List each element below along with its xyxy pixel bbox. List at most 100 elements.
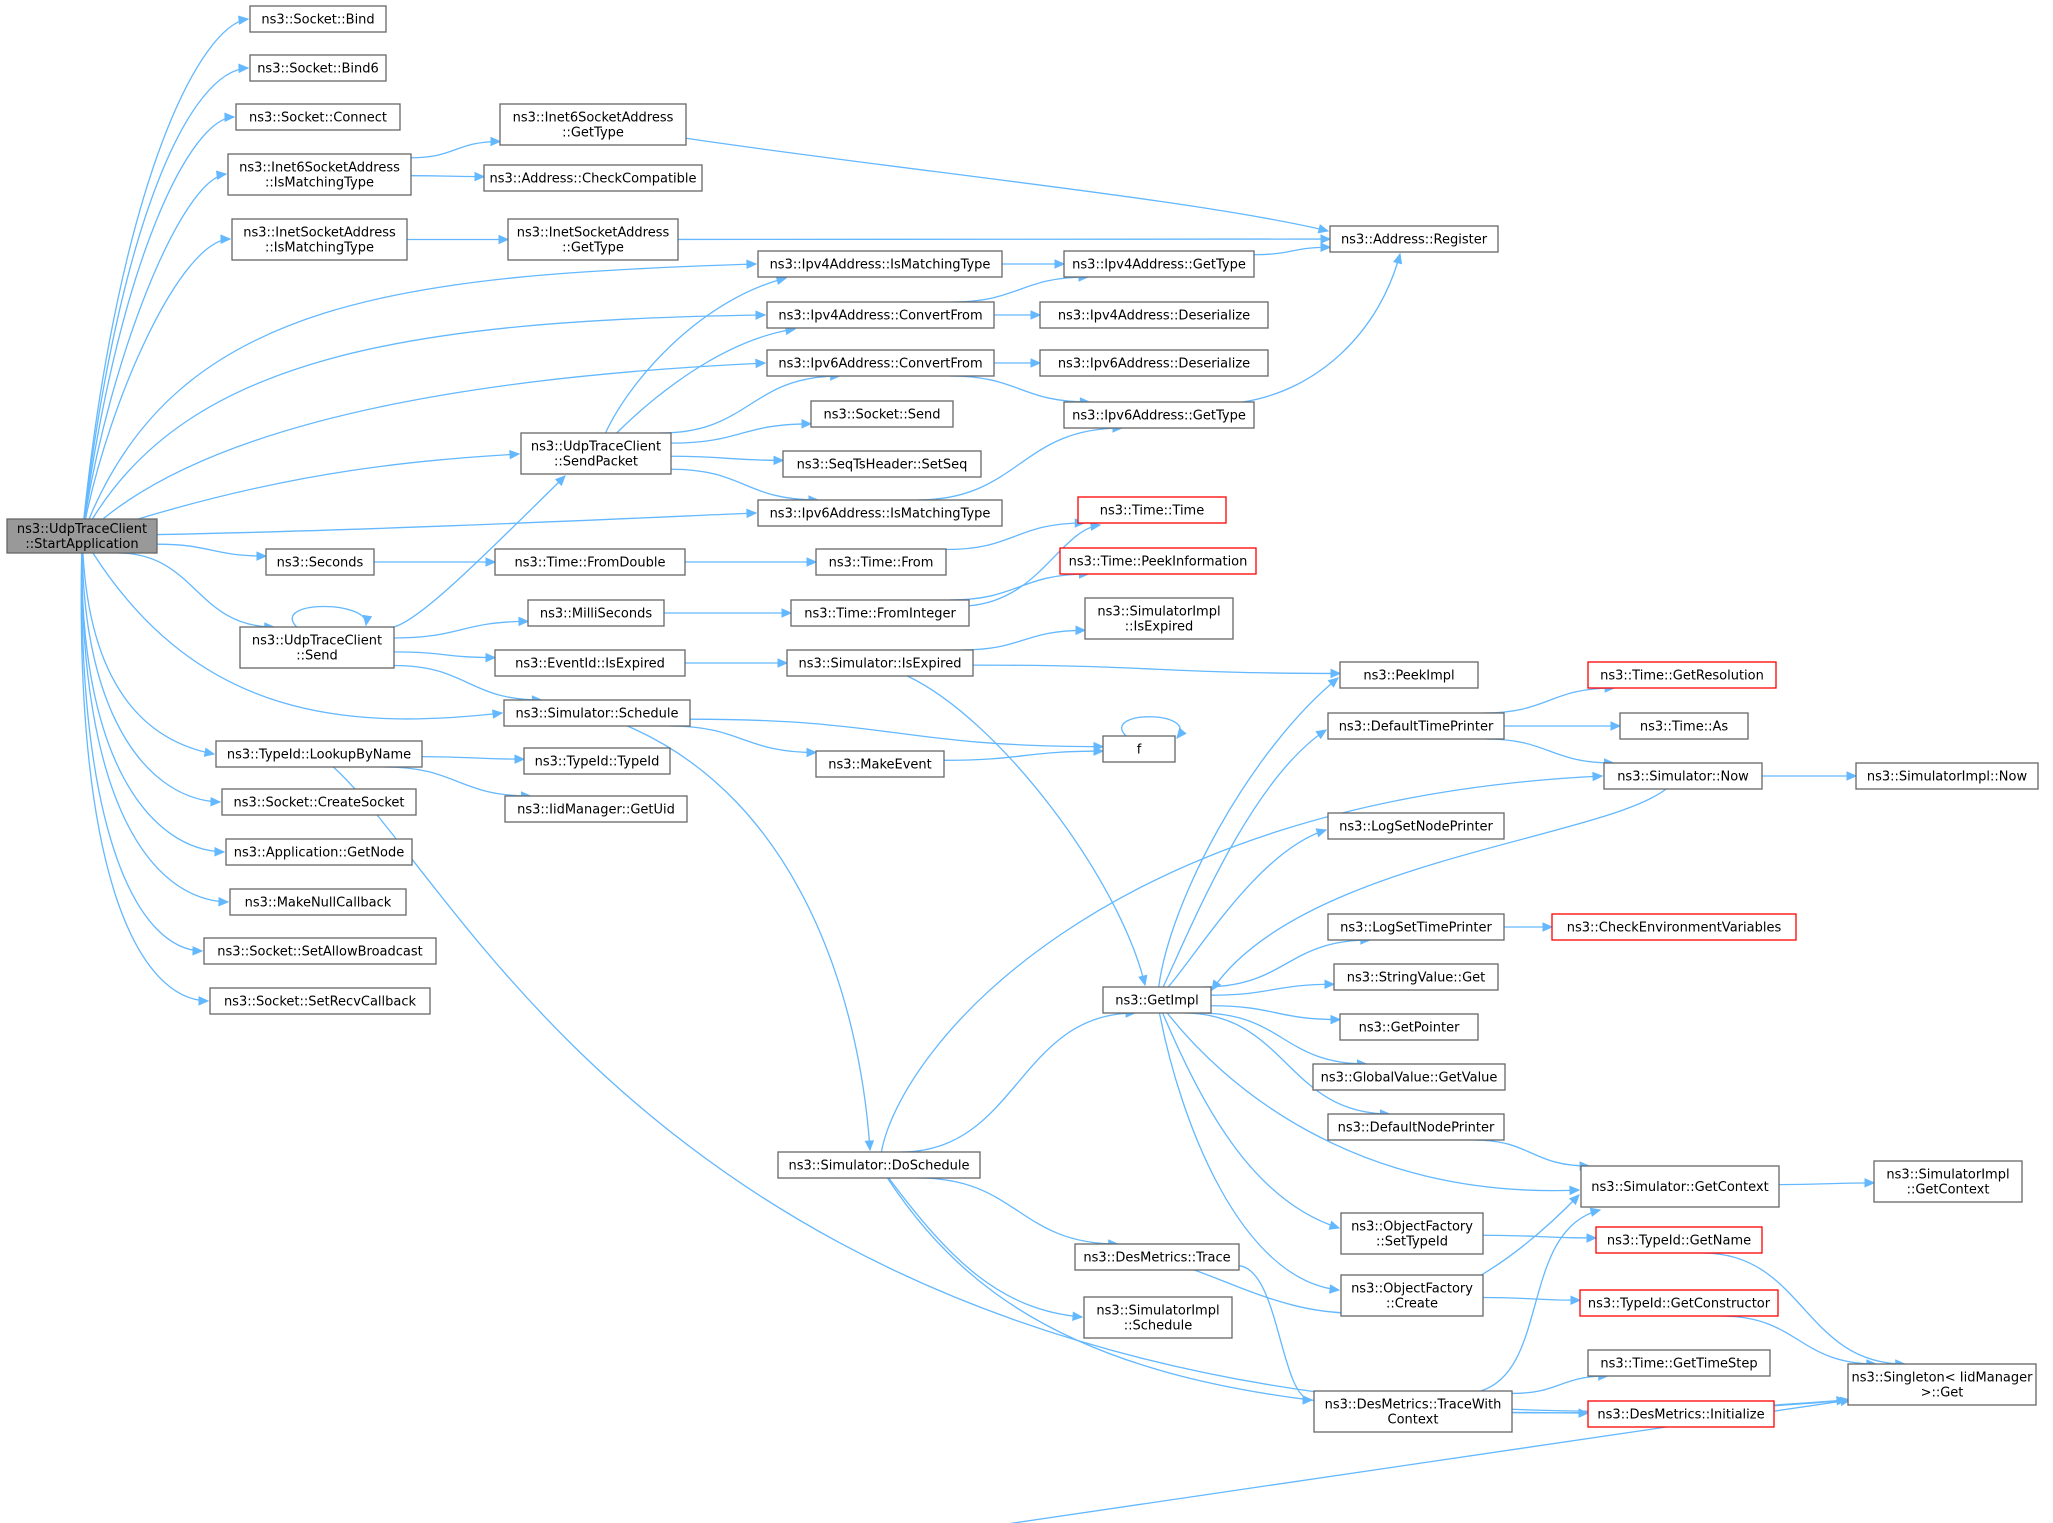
- node-socksend[interactable]: ns3::Socket::Send: [810, 400, 954, 428]
- node-bind[interactable]: ns3::Socket::Bind: [249, 5, 387, 33]
- node-setrecv[interactable]: ns3::Socket::SetRecvCallback: [209, 987, 431, 1015]
- node-getuid[interactable]: ns3::IidManager::GetUid: [504, 795, 688, 823]
- node-label: ns3::Socket::Bind6: [257, 62, 379, 77]
- node-box: [499, 103, 687, 146]
- node-getctor[interactable]: ns3::TypeId::GetConstructor: [1579, 1289, 1779, 1317]
- node-register[interactable]: ns3::Address::Register: [1329, 225, 1499, 253]
- arrowhead-icon: [1578, 1408, 1590, 1418]
- node-setallow[interactable]: ns3::Socket::SetAllowBroadcast: [203, 937, 437, 965]
- node-igettype[interactable]: ns3::InetSocketAddress::GetType: [507, 218, 679, 261]
- node-peekinfo[interactable]: ns3::Time::PeekInformation: [1059, 547, 1257, 575]
- node-getres[interactable]: ns3::Time::GetResolution: [1587, 661, 1777, 689]
- node-getpointer[interactable]: ns3::GetPointer: [1339, 1013, 1479, 1041]
- node-evexp[interactable]: ns3::EventId::IsExpired: [494, 649, 686, 677]
- node-timeas[interactable]: ns3::Time::As: [1619, 712, 1749, 740]
- node-timetime[interactable]: ns3::Time::Time: [1077, 496, 1227, 524]
- node-fromint[interactable]: ns3::Time::FromInteger: [790, 599, 970, 627]
- node-logsetnode[interactable]: ns3::LogSetNodePrinter: [1327, 812, 1505, 840]
- node-typeid[interactable]: ns3::TypeId::TypeId: [523, 747, 671, 775]
- node-simnow[interactable]: ns3::Simulator::Now: [1603, 762, 1763, 790]
- node-ip6match[interactable]: ns3::Ipv6Address::IsMatchingType: [757, 499, 1003, 527]
- node-simimplnow[interactable]: ns3::SimulatorImpl::Now: [1855, 762, 2039, 790]
- node-label: ns3::Ipv6Address::Deserialize: [1058, 357, 1250, 372]
- arrowhead-icon: [256, 551, 268, 561]
- node-box: [523, 747, 671, 775]
- node-ip4gettype[interactable]: ns3::Ipv4Address::GetType: [1063, 250, 1255, 278]
- call-edge-root-to-getnode: [81, 552, 225, 853]
- node-bind6[interactable]: ns3::Socket::Bind6: [249, 54, 387, 82]
- node-box: [1340, 1212, 1484, 1255]
- node-singleton[interactable]: ns3::Singleton< IidManager >::Get: [1847, 1363, 2037, 1406]
- arrowhead-icon: [1030, 358, 1042, 368]
- node-imatch[interactable]: ns3::InetSocketAddress::IsMatchingType: [231, 218, 408, 261]
- node-connect[interactable]: ns3::Socket::Connect: [235, 103, 401, 131]
- arrowhead-icon: [1075, 625, 1087, 636]
- call-edge-getimpl-to-deftimeprint: [1162, 729, 1327, 988]
- node-i6gettype[interactable]: ns3::Inet6SocketAddress::GetType: [499, 103, 687, 146]
- node-doschedule[interactable]: ns3::Simulator::DoSchedule: [777, 1151, 981, 1179]
- node-simexp[interactable]: ns3::Simulator::IsExpired: [786, 649, 974, 677]
- node-i6match[interactable]: ns3::Inet6SocketAddress::IsMatchingType: [227, 153, 412, 196]
- node-timefrom[interactable]: ns3::Time::From: [815, 548, 947, 576]
- node-checkcompat[interactable]: ns3::Address::CheckCompatible: [483, 164, 703, 192]
- node-milli[interactable]: ns3::MilliSeconds: [527, 599, 665, 627]
- node-peekimpl[interactable]: ns3::PeekImpl: [1339, 661, 1479, 689]
- node-box: [483, 164, 703, 192]
- node-send[interactable]: ns3::UdpTraceClient::Send: [239, 626, 395, 669]
- node-box: [1603, 762, 1763, 790]
- node-makeevent[interactable]: ns3::MakeEvent: [815, 750, 945, 778]
- node-label: ns3::Application::GetNode: [234, 846, 405, 861]
- node-gvgetvalue[interactable]: ns3::GlobalValue::GetValue: [1312, 1063, 1506, 1091]
- node-gettimestep[interactable]: ns3::Time::GetTimeStep: [1587, 1349, 1771, 1377]
- node-ofcreate[interactable]: ns3::ObjectFactory::Create: [1340, 1274, 1484, 1317]
- arrowhead-icon: [218, 896, 230, 907]
- node-checkenv[interactable]: ns3::CheckEnvironmentVariables: [1551, 913, 1797, 941]
- call-edge-root-to-seconds: [156, 543, 267, 557]
- node-getimpl[interactable]: ns3::GetImpl: [1102, 986, 1212, 1014]
- node-createsocket[interactable]: ns3::Socket::CreateSocket: [221, 788, 417, 816]
- node-seconds[interactable]: ns3::Seconds: [265, 548, 375, 576]
- arrowhead-icon: [1317, 224, 1330, 234]
- node-box: [1551, 913, 1797, 941]
- node-f[interactable]: f: [1102, 735, 1176, 763]
- node-label: ns3::MakeEvent: [828, 758, 932, 773]
- node-label: ns3::EventId::IsExpired: [515, 657, 665, 672]
- node-fromdouble[interactable]: ns3::Time::FromDouble: [494, 548, 686, 576]
- arrowhead-icon: [215, 170, 228, 180]
- node-simimplgetctx[interactable]: ns3::SimulatorImpl::GetContext: [1873, 1160, 2023, 1203]
- node-root[interactable]: ns3::UdpTraceClient::StartApplication: [6, 518, 158, 554]
- node-makenull[interactable]: ns3::MakeNullCallback: [229, 888, 407, 916]
- node-label: ns3::SimulatorImpl::Now: [1867, 770, 2028, 785]
- node-ip6gettype[interactable]: ns3::Ipv6Address::GetType: [1063, 401, 1255, 429]
- node-deftimeprint[interactable]: ns3::DefaultTimePrinter: [1327, 712, 1505, 740]
- node-label: ns3::UdpTraceClient: [17, 522, 147, 537]
- node-setseq[interactable]: ns3::SeqTsHeader::SetSeq: [782, 450, 982, 478]
- call-edge-sendpacket-to-ip4conv: [616, 328, 796, 434]
- node-ip4deser[interactable]: ns3::Ipv4Address::Deserialize: [1039, 301, 1269, 329]
- node-lookup[interactable]: ns3::TypeId::LookupByName: [215, 740, 423, 768]
- node-getname[interactable]: ns3::TypeId::GetName: [1595, 1226, 1763, 1254]
- node-label: ns3::Time::GetResolution: [1600, 669, 1764, 684]
- node-sendpacket[interactable]: ns3::UdpTraceClient::SendPacket: [520, 432, 672, 475]
- node-box: [1327, 1113, 1505, 1141]
- node-strget[interactable]: ns3::StringValue::Get: [1333, 963, 1499, 991]
- node-defnodeprint[interactable]: ns3::DefaultNodePrinter: [1327, 1113, 1505, 1141]
- node-ip6conv[interactable]: ns3::Ipv6Address::ConvertFrom: [766, 349, 995, 377]
- node-getnode[interactable]: ns3::Application::GetNode: [225, 838, 413, 866]
- node-destrace[interactable]: ns3::DesMetrics::Trace: [1074, 1243, 1240, 1271]
- node-schedule[interactable]: ns3::Simulator::Schedule: [503, 699, 691, 727]
- arrowhead-icon: [777, 658, 789, 668]
- node-ofsettypeid[interactable]: ns3::ObjectFactory::SetTypeId: [1340, 1212, 1484, 1255]
- node-box: [1340, 1274, 1484, 1317]
- node-box: [1579, 1289, 1779, 1317]
- node-logsettime[interactable]: ns3::LogSetTimePrinter: [1327, 913, 1505, 941]
- node-ip6deser[interactable]: ns3::Ipv6Address::Deserialize: [1039, 349, 1269, 377]
- arrowhead-icon: [781, 608, 793, 618]
- node-ip4match[interactable]: ns3::Ipv4Address::IsMatchingType: [757, 250, 1003, 278]
- node-simimplexp[interactable]: ns3::SimulatorImpl::IsExpired: [1084, 597, 1234, 640]
- node-simimplsched[interactable]: ns3::SimulatorImpl::Schedule: [1083, 1296, 1233, 1339]
- node-ip4conv[interactable]: ns3::Ipv4Address::ConvertFrom: [766, 301, 995, 329]
- node-desinit[interactable]: ns3::DesMetrics::Initialize: [1587, 1400, 1775, 1428]
- node-simgetctx[interactable]: ns3::Simulator::GetContext: [1580, 1165, 1780, 1208]
